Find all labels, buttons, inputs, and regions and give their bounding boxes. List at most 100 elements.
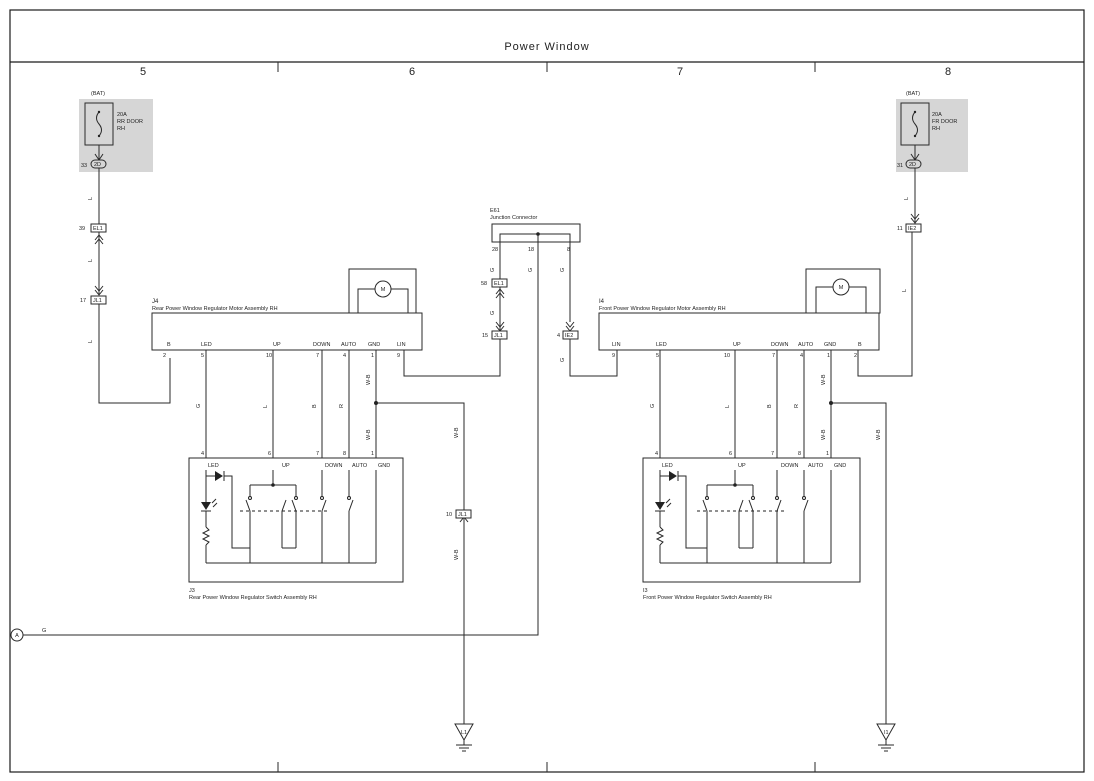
rear-motor-pin-auto: 4 [343, 353, 346, 359]
wire-rr-b [98, 304, 171, 404]
rear-switch-pin-auto: 8 [343, 451, 346, 457]
fuse-rr-rating: 20A [117, 112, 127, 118]
rear-motor-term-gnd: GND [368, 342, 380, 348]
wire-color-front-gnd-1: W-B [821, 374, 827, 385]
wire-color-junction-28: G [490, 268, 496, 272]
front-motor-pin-lin: 9 [612, 353, 615, 359]
connector-jl1-10-label: JL1 [458, 512, 467, 518]
front-switch-pin-led: 4 [655, 451, 658, 457]
rear-motor-pin-lin: 9 [397, 353, 400, 359]
front-motor-name: Front Power Window Regulator Motor Assem… [599, 306, 726, 312]
front-harness-wires [659, 232, 913, 724]
connector-jl1-17-label: JL1 [93, 298, 102, 304]
fuse-fr-line1: FR DOOR [932, 119, 957, 125]
rear-switch-term-gnd: GND [378, 463, 390, 469]
wire-color-rear-down: B [312, 404, 318, 408]
rear-switch-assembly [188, 457, 404, 583]
diagram-title: Power Window [504, 41, 589, 53]
junction-name: Junction Connector [490, 215, 538, 221]
wire-color-rr-b: L [88, 340, 94, 343]
front-switch-pin-gnd: 1 [826, 451, 829, 457]
wire-color-front-auto: R [794, 404, 800, 408]
fuse-fr-line2: RH [932, 126, 940, 132]
wire-color-gnd-l1: W-B [454, 549, 460, 560]
front-motor-term-up: UP [733, 342, 741, 348]
wire-color-rear-up: L [263, 405, 269, 408]
wire-color-rear-gnd-main: W-B [454, 427, 460, 438]
fuse-rr-source: (BAT) [91, 91, 105, 97]
connector-jl1-10-pin: 10 [446, 512, 452, 518]
front-motor-term-gnd: GND [824, 342, 836, 348]
wire-front-lin [569, 339, 618, 377]
connector-el1-58-label: EL1 [494, 281, 504, 287]
fuse-rr-line2: RH [117, 126, 125, 132]
front-switch-term-led: LED [662, 463, 673, 469]
rear-motor-term-led: LED [201, 342, 212, 348]
front-motor-pin-led: 5 [656, 353, 659, 359]
rear-switch-pin-down: 7 [316, 451, 319, 457]
column-label-6: 6 [409, 66, 415, 78]
wire-color-fr-b: L [902, 289, 908, 292]
rear-motor-pin-up: 10 [266, 353, 272, 359]
connector-jl1-17-pin: 17 [80, 298, 86, 304]
wire-color-front-lin: G [560, 358, 566, 362]
rear-motor-term-b: B [167, 342, 171, 348]
wire-color-rr-feed-2: L [88, 259, 94, 262]
front-motor-term-lin: LIN [612, 342, 621, 348]
wire-color-reference-a: G [42, 628, 46, 634]
ground-l1-icon [454, 723, 474, 752]
rear-switch-name: Rear Power Window Regulator Switch Assem… [189, 595, 317, 601]
rear-motor-pin-led: 5 [201, 353, 204, 359]
junction-code: E61 [490, 208, 500, 214]
wire-color-front-led: G [650, 404, 656, 408]
wire-color-rear-led: G [196, 404, 202, 408]
rear-motor-code: J4 [152, 299, 159, 305]
wire-color-front-down: B [767, 404, 773, 408]
front-switch-term-gnd: GND [834, 463, 846, 469]
rear-motor-name: Rear Power Window Regulator Motor Assemb… [152, 306, 278, 312]
front-switch-code: I3 [643, 588, 648, 594]
connector-jl1-15-pin: 15 [482, 333, 488, 339]
fuse-rr-pin: 33 [81, 163, 87, 169]
wire-color-rr-feed-1: L [88, 197, 94, 200]
rear-motor-term-down: DOWN [313, 342, 330, 348]
connector-ie2-11-pin: 11 [897, 226, 903, 232]
front-switch-term-up: UP [738, 463, 746, 469]
fuse-rr-connector: 2D [94, 162, 101, 168]
wire-color-junction-28-lower: G [490, 311, 496, 315]
ground-l1-label: L1 [461, 730, 467, 736]
fuse-rr-line1: RR DOOR [117, 119, 143, 125]
connector-jl1-15 [491, 330, 508, 340]
rear-switch-term-up: UP [282, 463, 290, 469]
rear-switch-pin-led: 4 [201, 451, 204, 457]
wire-color-rear-gnd-2: W-B [366, 429, 372, 440]
front-motor-pin-down: 7 [772, 353, 775, 359]
wire-reference-a [23, 634, 539, 636]
connector-jl1-15-label: JL1 [494, 333, 503, 339]
rear-switch-code: J3 [189, 588, 195, 594]
fuse-fr-door [896, 99, 968, 172]
rear-switch-term-down: DOWN [325, 463, 342, 469]
ground-i1-label: I1 [884, 730, 889, 736]
wire-color-rear-auto: R [339, 404, 345, 408]
front-motor-term-led: LED [656, 342, 667, 348]
connector-el1-39-pin: 39 [79, 226, 85, 232]
rear-switch-term-led: LED [208, 463, 219, 469]
rear-switch-pin-gnd: 1 [371, 451, 374, 457]
front-switch-term-auto: AUTO [808, 463, 824, 469]
front-motor-term-auto: AUTO [798, 342, 814, 348]
wire-color-junction-8: G [560, 268, 566, 272]
rear-motor-pin-b: 2 [163, 353, 166, 359]
rear-harness-wires [205, 339, 501, 510]
wire-color-front-gnd-2: W-B [821, 429, 827, 440]
front-switch-name: Front Power Window Regulator Switch Asse… [643, 595, 772, 601]
connector-el1-39-label: EL1 [93, 226, 103, 232]
junction-pin-28: 28 [492, 247, 498, 253]
column-label-5: 5 [140, 66, 146, 78]
front-switch-pin-auto: 8 [798, 451, 801, 457]
column-ticks [277, 62, 816, 772]
wire-color-front-gnd-main: W-B [876, 429, 882, 440]
front-motor-assembly: M [598, 268, 881, 351]
column-label-8: 8 [945, 66, 951, 78]
